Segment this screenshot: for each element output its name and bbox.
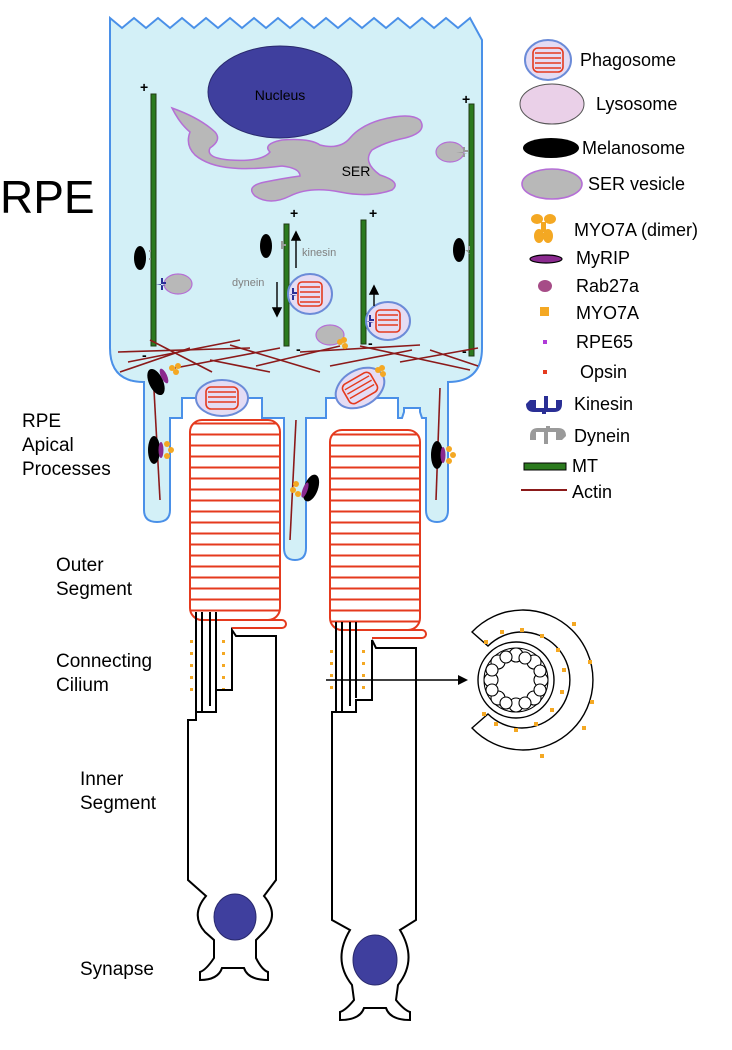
ser-vesicle-3 <box>315 324 345 346</box>
plus-end-1: + <box>140 79 148 95</box>
nucleus-label: Nucleus <box>255 87 306 103</box>
connecting-cilium-right <box>335 622 357 718</box>
connecting-cilium-left <box>195 612 217 720</box>
legend-label-myo7a-dimer: MYO7A (dimer) <box>574 220 698 240</box>
rpe-label: RPE <box>0 171 95 223</box>
minus-end-2: - <box>296 341 301 357</box>
synapse-nucleus-right <box>352 934 398 986</box>
outer-segment-label: Outer Segment <box>56 554 132 602</box>
inner-segment-left <box>187 626 277 982</box>
microtubules <box>150 93 475 357</box>
rpe-cell: Nucleus SER + + + + - - - - <box>109 15 483 562</box>
synapse-nucleus-left <box>213 893 257 941</box>
myo7a-apical-middle <box>290 474 320 502</box>
nucleus <box>207 45 353 139</box>
myo7a-apical-left <box>148 436 174 464</box>
smooth-er <box>170 106 423 202</box>
legend-label-opsin: Opsin <box>580 362 627 382</box>
legend-label-myo7a: MYO7A <box>576 303 639 323</box>
melanosome-1 <box>134 246 146 270</box>
inner-label-line-2: Segment <box>80 793 157 814</box>
legend-label-kinesin: Kinesin <box>574 394 633 414</box>
cilium-cross-section <box>326 609 594 758</box>
inner-segment-label: Inner Segment <box>80 768 156 816</box>
connecting-cilium-label: Connecting Cilium <box>56 650 152 698</box>
microtubule-icon <box>523 462 567 471</box>
transport-arrows <box>271 230 380 318</box>
dynein-icon <box>530 426 566 444</box>
legend-label-phagosome: Phagosome <box>580 50 676 70</box>
legend: Phagosome Lysosome Melanosome SER vesicl… <box>519 39 698 502</box>
photoreceptor-left <box>187 419 287 982</box>
inner-label-line-1: Inner <box>80 769 124 790</box>
melanosome-2 <box>260 234 272 258</box>
melanosome-icon <box>523 138 579 158</box>
apical-label-line-1: RPE <box>22 411 62 432</box>
kinesin-motors <box>156 278 374 327</box>
ser-vesicle-icon <box>521 168 583 200</box>
outer-label-line-2: Segment <box>56 579 133 600</box>
apical-label-line-3: Processes <box>22 459 111 480</box>
melanosome-3 <box>453 238 465 262</box>
minus-end-3: - <box>368 335 373 351</box>
apical-label-line-2: Apical <box>22 435 74 456</box>
inner-segment-right <box>331 639 417 1022</box>
dynein-annotation: dynein <box>232 277 264 289</box>
myo7a-apical-right <box>431 441 456 469</box>
rab27a-icon <box>538 280 552 292</box>
plus-end-2: + <box>462 91 470 107</box>
ser-vesicle-1 <box>163 273 193 295</box>
myrip-icon <box>529 254 563 264</box>
rpe65-icon <box>543 340 547 344</box>
opsin-icon <box>543 370 547 374</box>
legend-label-melanosome: Melanosome <box>582 138 685 158</box>
outer-segment-right <box>329 429 421 631</box>
legend-label-actin: Actin <box>572 482 612 502</box>
nascent-discs-left <box>232 619 287 629</box>
cilium-label-line-2: Cilium <box>56 675 109 696</box>
cilium-label-line-1: Connecting <box>56 651 153 672</box>
myo7a-melanosome-complex-1 <box>147 363 181 396</box>
axoneme-doublets <box>483 647 549 713</box>
actin-network <box>117 339 479 541</box>
synapse-label: Synapse <box>80 959 154 980</box>
plus-end-4: + <box>369 205 377 221</box>
lysosome-icon <box>519 83 585 125</box>
legend-label-ser-vesicle: SER vesicle <box>588 174 685 194</box>
myo7a-dimer-icon <box>531 214 556 243</box>
legend-label-dynein: Dynein <box>574 426 630 446</box>
legend-label-lysosome: Lysosome <box>596 94 677 114</box>
ser-label: SER <box>342 163 371 179</box>
phagosome-rpe-1 <box>287 273 333 315</box>
legend-label-mt: MT <box>572 456 598 476</box>
myo7a-icon <box>540 307 549 316</box>
myo7a-phagosome-complex-1 <box>337 337 348 349</box>
microtubule-3 <box>283 223 290 347</box>
photoreceptor-right <box>329 429 427 1022</box>
myo7a-phagosome-complex-2 <box>375 365 386 377</box>
legend-label-rpe65: RPE65 <box>576 332 633 352</box>
phagosome-rpe-3 <box>195 379 249 417</box>
microtubule-1 <box>150 93 157 347</box>
cross-section-ring <box>470 609 594 751</box>
legend-label-rab27a: Rab27a <box>576 276 640 296</box>
myo7a-cross-section <box>482 622 594 758</box>
outer-label-line-1: Outer <box>56 555 104 576</box>
microtubule-4 <box>360 219 367 345</box>
minus-end-1: - <box>142 347 147 363</box>
phagosome-icon <box>524 39 572 81</box>
microtubule-2 <box>468 103 475 357</box>
apical-processes-label: RPE Apical Processes <box>22 410 111 482</box>
legend-label-myrip: MyRIP <box>576 248 630 268</box>
outer-segment-left <box>189 419 281 621</box>
dynein-motors <box>146 147 470 260</box>
nascent-discs-right <box>372 629 427 639</box>
kinesin-icon <box>526 396 562 414</box>
plus-end-3: + <box>290 205 298 221</box>
kinesin-annotation: kinesin <box>302 247 336 259</box>
